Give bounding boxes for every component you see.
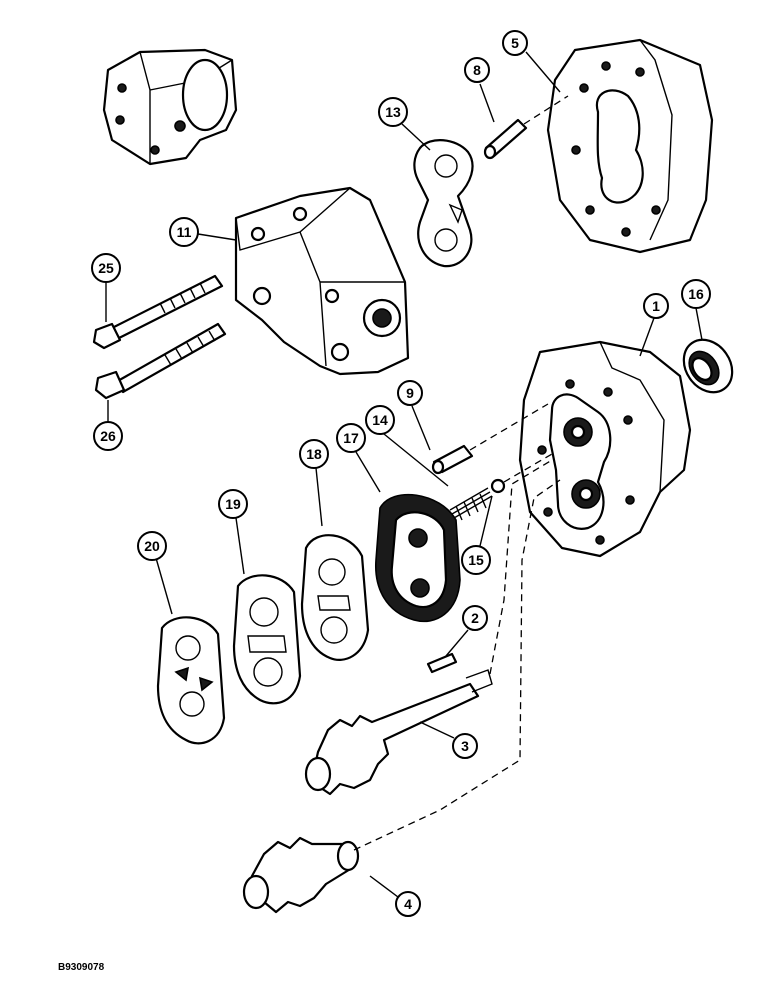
figure-code: B9309078 (58, 962, 105, 973)
callout-17: 17 (336, 423, 366, 453)
callout-leaders (105, 51, 703, 901)
part-25-bolt (92, 274, 224, 350)
callout-label-3: 3 (461, 738, 469, 754)
callout-14: 14 (365, 405, 395, 435)
callout-label-4: 4 (404, 896, 412, 912)
part-9-dowel-pin (431, 403, 549, 475)
callout-1: 1 (643, 293, 669, 319)
part-3-drive-gear-shaft (304, 459, 553, 796)
part-13-wear-plate (413, 139, 474, 268)
assembled-pump (102, 48, 238, 166)
callout-18: 18 (299, 439, 329, 469)
part-26-bolt (94, 322, 227, 400)
callout-label-26: 26 (100, 428, 116, 444)
callout-label-25: 25 (98, 260, 114, 276)
callout-26: 26 (93, 421, 123, 451)
part-18-seal-plate (300, 534, 370, 661)
callout-label-1: 1 (652, 298, 660, 314)
part-15-check-ball (490, 453, 553, 494)
callout-20: 20 (137, 531, 167, 561)
callout-4: 4 (395, 891, 421, 917)
part-17-gasket (375, 493, 461, 623)
part-1-pump-body (518, 340, 692, 558)
part-11-front-cover (234, 186, 410, 376)
part-5-housing (546, 38, 714, 254)
part-16-shaft-seal (682, 338, 734, 394)
callout-label-2: 2 (471, 610, 479, 626)
callout-label-5: 5 (511, 35, 519, 51)
callout-label-17: 17 (343, 430, 359, 446)
callout-label-15: 15 (468, 552, 484, 568)
callout-label-8: 8 (473, 62, 481, 78)
callout-9: 9 (397, 380, 423, 406)
callout-label-14: 14 (372, 412, 388, 428)
callout-16: 16 (681, 279, 711, 309)
callout-13: 13 (378, 97, 408, 127)
callout-11: 11 (169, 217, 199, 247)
callout-label-9: 9 (406, 385, 414, 401)
callout-3: 3 (452, 733, 478, 759)
callout-label-19: 19 (225, 496, 241, 512)
part-8-dowel-pin (483, 95, 569, 160)
callout-19: 19 (218, 489, 248, 519)
part-2-key (426, 652, 458, 674)
callout-label-13: 13 (385, 104, 401, 120)
callout-8: 8 (464, 57, 490, 83)
part-19-seal-plate (232, 574, 302, 705)
callout-25: 25 (91, 253, 121, 283)
callout-label-18: 18 (306, 446, 322, 462)
callout-label-11: 11 (177, 224, 192, 240)
part-4-driven-gear (242, 479, 561, 914)
callout-5: 5 (502, 30, 528, 56)
part-20-gasket (156, 616, 226, 745)
callout-label-16: 16 (688, 286, 704, 302)
callout-15: 15 (461, 545, 491, 575)
part-14-spring (449, 487, 493, 521)
callout-2: 2 (462, 605, 488, 631)
callout-label-20: 20 (144, 538, 160, 554)
